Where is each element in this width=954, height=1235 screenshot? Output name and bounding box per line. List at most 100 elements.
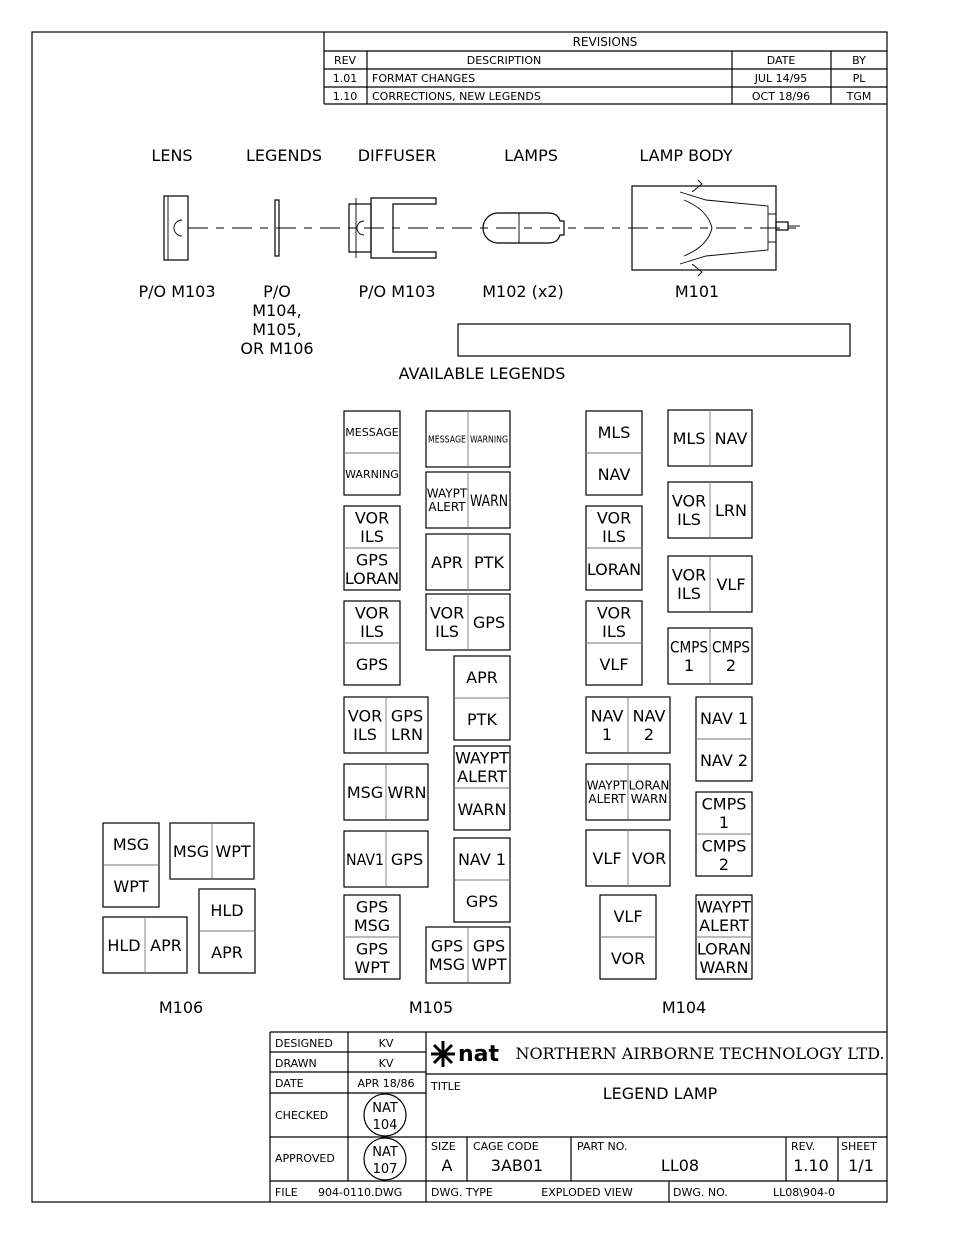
description-header: DESCRIPTION	[467, 54, 541, 67]
legend-text: VOR	[597, 509, 631, 528]
part-number-value: LL08	[661, 1156, 699, 1175]
legend-box-m104: VLF VOR	[599, 894, 657, 980]
legend-text: GPS	[391, 850, 423, 869]
dwg-type-value: EXPLODED VIEW	[541, 1186, 633, 1199]
date-header: DATE	[767, 54, 796, 67]
lens-label: LENS	[151, 146, 192, 165]
legend-text: LORAN	[697, 940, 751, 959]
legend-text: ILS	[360, 527, 384, 546]
legend-text: GPS	[473, 613, 505, 632]
legends-part-number: OR M106	[240, 339, 313, 358]
revision-row-rev: 1.01	[333, 72, 358, 85]
legend-box-m105: NAV1 GPS	[343, 830, 429, 888]
legend-text: APR	[431, 553, 463, 572]
legend-text: ALERT	[588, 792, 626, 806]
revision-row-rev: 1.10	[333, 90, 358, 103]
legend-text: VOR	[611, 949, 645, 968]
note-box	[457, 323, 851, 357]
legend-text: PTK	[474, 553, 504, 572]
legend-text: HLD	[107, 936, 140, 955]
legend-text: NAV1	[346, 850, 384, 869]
legend-text: WARNING	[345, 468, 399, 481]
legend-box-m105: APR PTK	[425, 533, 511, 591]
legend-text: MSG	[429, 955, 465, 974]
exploded-view: LENS LEGENDS DIFFUSER LAMPS LAMP BODY	[138, 146, 851, 358]
legend-text: WRN	[388, 783, 427, 802]
legend-text: NAV	[633, 707, 666, 726]
legend-box-m106: MSG WPT	[102, 822, 160, 908]
date-value: APR 18/86	[358, 1077, 415, 1090]
legend-text: CMPS	[670, 638, 708, 657]
designed-label: DESIGNED	[275, 1037, 333, 1050]
legend-text: 1	[719, 813, 729, 832]
legend-text: VOR	[355, 509, 389, 528]
by-header: BY	[852, 54, 866, 67]
title-block: DESIGNED KV DRAWN KV DATE APR 18/86 CHEC…	[269, 1031, 887, 1202]
legend-text: MSG	[113, 835, 149, 854]
revisions-title: REVISIONS	[573, 35, 638, 49]
legend-text: GPS	[391, 707, 423, 726]
legend-text: MSG	[354, 916, 390, 935]
legend-text: GPS	[356, 940, 388, 959]
available-legends-heading: AVAILABLE LEGENDS	[399, 364, 566, 383]
group-label-m105: M105	[409, 998, 453, 1017]
legend-text: ILS	[360, 622, 384, 641]
revision-row-description: FORMAT CHANGES	[372, 72, 475, 85]
legend-text: VOR	[632, 849, 666, 868]
legend-text: ILS	[677, 510, 701, 529]
legend-text: APR	[466, 668, 498, 687]
rev-header: REV	[334, 54, 357, 67]
legend-text: MESSAGE	[428, 435, 466, 446]
legend-text: ALERT	[428, 500, 466, 514]
legend-text: APR	[211, 943, 243, 962]
legend-text: CMPS	[702, 795, 747, 814]
title-label: TITLE	[430, 1080, 461, 1093]
legend-text: NAV 2	[700, 751, 748, 770]
group-label-m104: M104	[662, 998, 706, 1017]
legend-text: WARN	[470, 491, 508, 510]
legend-text: LORAN	[345, 569, 399, 588]
checked-stamp-text: NAT	[372, 1101, 398, 1116]
lamps-label: LAMPS	[504, 146, 558, 165]
sheet-label: SHEET	[841, 1140, 877, 1153]
lamp-body-part	[631, 179, 800, 277]
legend-text: VOR	[672, 492, 706, 511]
legend-text: WPT	[354, 958, 389, 977]
legend-box-m104: NAV 1 NAV 2	[695, 696, 753, 782]
approved-stamp-text: 107	[373, 1162, 398, 1177]
checked-stamp: NAT 104	[363, 1093, 407, 1137]
group-label-m106: M106	[159, 998, 203, 1017]
approved-stamp-text: NAT	[372, 1145, 398, 1160]
sheet-border	[31, 31, 888, 1203]
sheet-value: 1/1	[848, 1156, 874, 1175]
legend-text: WPT	[113, 877, 148, 896]
legend-text: NAV	[715, 429, 748, 448]
checked-stamp-text: 104	[373, 1118, 398, 1133]
legend-text: VLF	[599, 655, 628, 674]
dwg-type-label: DWG. TYPE	[431, 1186, 493, 1199]
legend-text: VLF	[613, 907, 642, 926]
legend-text: ILS	[677, 584, 701, 603]
legend-film-part	[274, 199, 280, 257]
lens-part-number: P/O M103	[138, 282, 215, 301]
legend-text: 2	[644, 725, 654, 744]
legend-text: WAYPT	[697, 898, 751, 917]
legend-text: WPT	[215, 842, 250, 861]
revisions-table: REVISIONS REV DESCRIPTION DATE BY 1.01 F…	[323, 32, 887, 105]
legend-text: NAV 1	[700, 709, 748, 728]
